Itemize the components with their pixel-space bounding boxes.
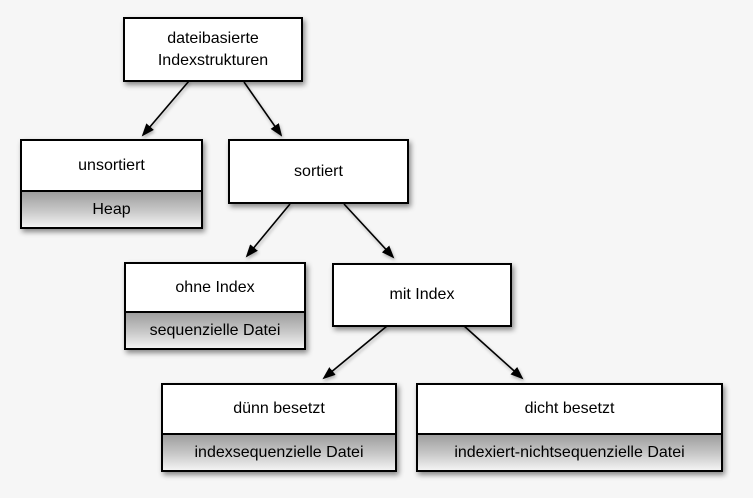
node-sortiert-label: sortiert (294, 162, 343, 180)
node-ohne-index: ohne Index sequenzielle Datei (124, 262, 306, 350)
node-duenn-besetzt-sublabel: indexsequenzielle Datei (163, 433, 395, 470)
node-mit-index: mit Index (332, 263, 512, 327)
edge-mit-index-to-duenn-besetzt (322, 325, 388, 380)
node-duenn-besetzt-label: dünn besetzt (233, 400, 325, 418)
node-unsortiert-sublabel: Heap (22, 190, 201, 227)
node-duenn-besetzt: dünn besetzt indexsequenzielle Datei (161, 383, 397, 472)
node-root-label: dateibasierte Indexstrukturen (157, 29, 269, 69)
node-dicht-besetzt: dicht besetzt indexiert-nichtsequenziell… (416, 383, 723, 472)
node-unsortiert-label: unsortiert (78, 156, 145, 174)
node-dicht-besetzt-sublabel: indexiert-nichtsequenzielle Datei (418, 433, 721, 470)
edge-root-to-sortiert (243, 81, 283, 137)
edge-root-to-unsortiert (141, 80, 190, 137)
node-mit-index-label: mit Index (389, 286, 455, 304)
edge-mit-index-to-dicht-besetzt (462, 324, 524, 380)
node-ohne-index-label: ohne Index (175, 278, 255, 296)
node-ohne-index-sublabel: sequenzielle Datei (126, 311, 304, 348)
node-sortiert: sortiert (228, 139, 409, 204)
edge-sortiert-to-mit-index (343, 203, 395, 259)
edge-sortiert-to-ohne-index (245, 203, 291, 258)
node-unsortiert: unsortiert Heap (20, 139, 203, 229)
node-dicht-besetzt-label: dicht besetzt (524, 400, 615, 418)
node-root: dateibasierte Indexstrukturen (123, 17, 303, 82)
